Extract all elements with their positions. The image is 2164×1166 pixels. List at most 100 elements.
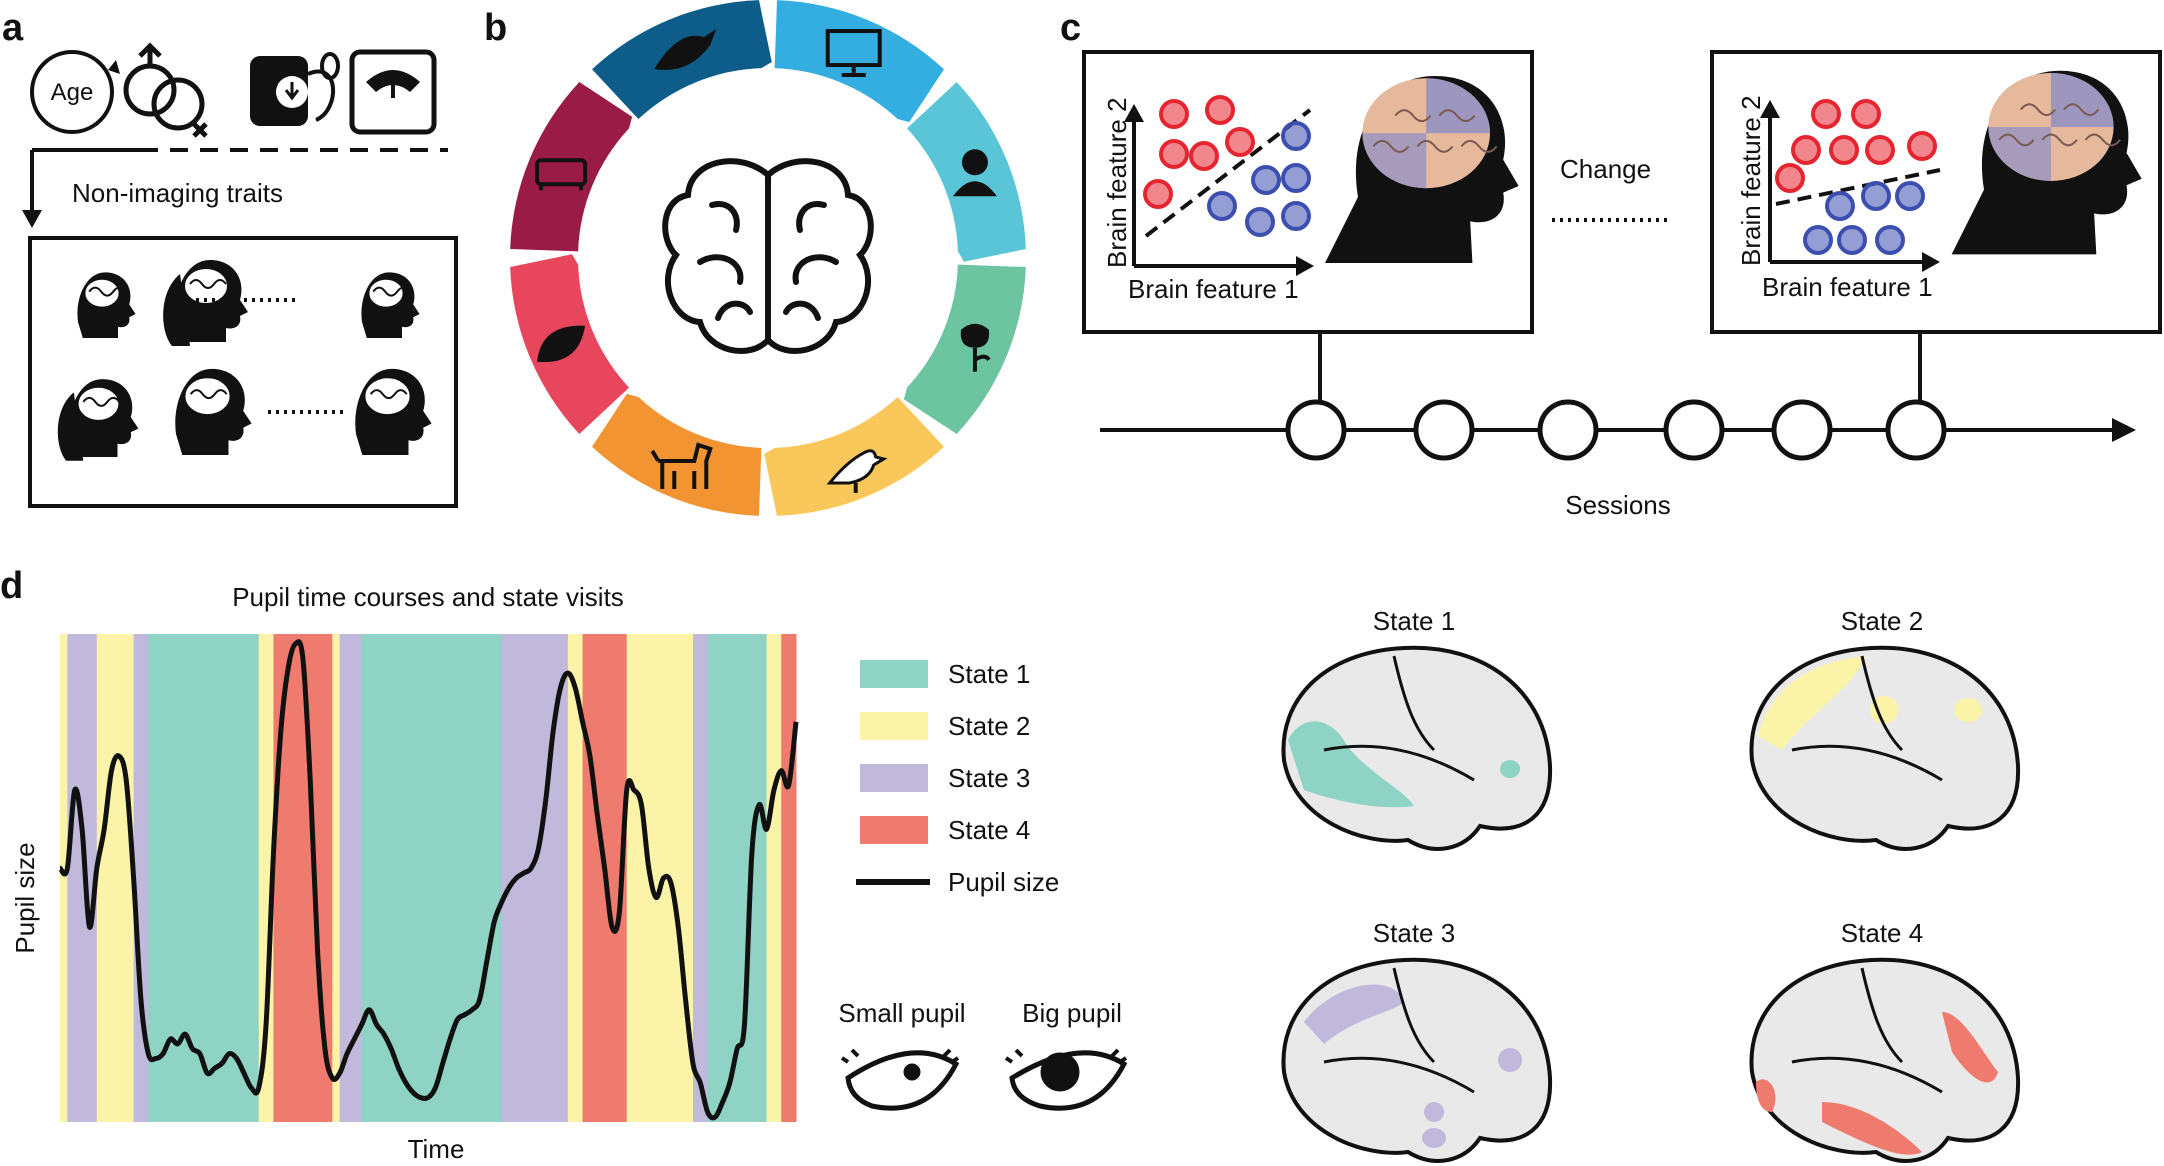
scatter-point <box>1281 121 1311 151</box>
legend-swatch <box>860 764 928 792</box>
legend-label: State 3 <box>948 763 1030 793</box>
fish-icon <box>654 29 717 71</box>
monitor-icon <box>825 29 882 78</box>
scatter-point <box>1895 181 1925 211</box>
brain-icon <box>662 158 874 354</box>
scatter-first: Brain feature 1 Brain feature 2 <box>1102 95 1314 304</box>
scatter-point <box>1829 135 1859 165</box>
pupil-chart <box>57 634 799 1122</box>
activation-region <box>1954 698 1983 722</box>
panel-a: a Age <box>2 7 458 508</box>
ring-segment <box>592 393 762 516</box>
weighing-scale-icon <box>349 49 437 135</box>
state-band <box>96 634 135 1122</box>
state-band <box>766 634 782 1122</box>
scatter-last: Brain feature 1 Brain feature 2 <box>1736 95 1941 302</box>
scatter-point <box>1861 181 1891 211</box>
ring-segment <box>764 396 944 516</box>
state-band <box>133 634 149 1122</box>
subject-brain-icon <box>363 376 412 417</box>
panel-b: b <box>484 0 1026 516</box>
panel-d-label: d <box>0 565 23 607</box>
subject-heads <box>57 260 432 461</box>
state-band <box>339 634 363 1122</box>
subject-brain-icon <box>183 376 232 417</box>
state-brain-map: State 4 <box>1749 918 2021 1163</box>
scatter-point <box>1907 131 1937 161</box>
scatter-point <box>1207 191 1237 221</box>
legend-label: State 2 <box>948 711 1030 741</box>
ylabel-last: Brain feature 2 <box>1736 95 1766 266</box>
scatter-point <box>1281 201 1311 231</box>
panel-a-label: a <box>2 7 24 49</box>
state-band <box>258 634 274 1122</box>
small-pupil-label: Small pupil <box>838 998 965 1028</box>
legend-label: State 1 <box>948 659 1030 689</box>
sex-icon <box>123 42 208 138</box>
brain-head-last <box>1951 70 2142 255</box>
session-marker <box>1537 399 1599 461</box>
state-brain-map: State 2 <box>1749 606 2021 851</box>
scatter-point <box>1851 99 1881 129</box>
scatter-point <box>1865 135 1895 165</box>
activation-region <box>1756 1079 1776 1112</box>
dog-icon <box>650 442 713 489</box>
subjects-box <box>28 236 458 508</box>
state-map-title: State 1 <box>1373 606 1455 636</box>
scatter-point <box>1143 179 1173 209</box>
session-marker <box>1663 399 1725 461</box>
xlabel-last: Brain feature 1 <box>1762 272 1933 302</box>
pupil-size-line <box>57 639 799 1121</box>
panel-d: d Pupil time courses and state visits Pu… <box>0 565 2021 1164</box>
activation-region <box>1304 984 1404 1044</box>
state-band <box>60 634 68 1122</box>
state-band <box>67 634 98 1122</box>
scatter-point <box>1189 141 1219 171</box>
state-map-title: State 4 <box>1841 918 1923 948</box>
rose-icon <box>960 323 991 372</box>
scatter-point <box>1775 163 1805 193</box>
hair-icon <box>57 392 84 461</box>
brain-outline <box>1749 957 2021 1163</box>
xlabel-first: Brain feature 1 <box>1128 274 1299 304</box>
activation-region <box>1500 760 1521 778</box>
ring-segment <box>510 82 633 252</box>
activation-region <box>1288 721 1414 808</box>
panel-c-label: c <box>1060 7 1081 49</box>
scatter-point <box>1875 225 1905 255</box>
state-map-title: State 2 <box>1841 606 1923 636</box>
scatter-point <box>1251 165 1281 195</box>
scatter-point <box>1803 225 1833 255</box>
state-band <box>361 634 503 1122</box>
legend-swatch <box>860 816 928 844</box>
legend-label: State 4 <box>948 815 1030 845</box>
age-icon: Age <box>30 50 120 134</box>
state-brain-map: State 3 <box>1281 918 1553 1163</box>
hair-icon <box>163 274 190 346</box>
activation-region <box>1424 1102 1445 1122</box>
legend-swatch <box>860 712 928 740</box>
activation-region <box>1498 1048 1523 1072</box>
big-pupil-label: Big pupil <box>1022 998 1122 1028</box>
session-markers <box>1285 399 1947 461</box>
sofa-icon <box>535 158 588 191</box>
activation-region <box>1422 1128 1447 1148</box>
brain-outline <box>1749 645 2021 851</box>
sessions-label: Sessions <box>1565 490 1671 520</box>
state-map-title: State 3 <box>1373 918 1455 948</box>
small-pupil-eye-icon <box>840 1048 960 1111</box>
session-marker <box>1413 399 1475 461</box>
chart-xlabel: Time <box>408 1134 465 1164</box>
session-box-first <box>1082 50 1534 334</box>
state-brain-maps: State 1 State 2 State 3 State 4 <box>1281 606 2021 1163</box>
state-band <box>626 634 694 1122</box>
scatter-point <box>1205 95 1235 125</box>
state-band <box>692 634 709 1122</box>
age-text: Age <box>51 79 94 106</box>
state-band <box>781 634 797 1122</box>
activation-region <box>1822 1102 1922 1155</box>
session-marker <box>1285 399 1347 461</box>
session-marker <box>1885 399 1947 461</box>
ylabel-first: Brain feature 2 <box>1102 97 1132 268</box>
